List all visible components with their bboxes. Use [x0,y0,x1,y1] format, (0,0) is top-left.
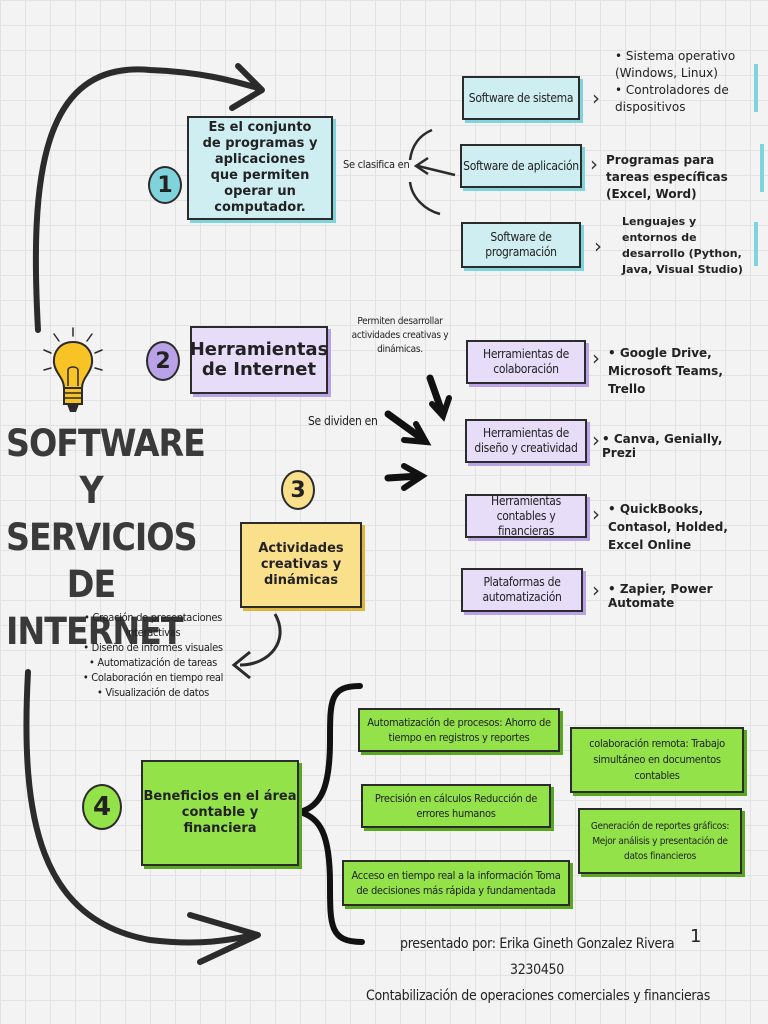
benefit-card: Acceso en tiempo real a la información T… [342,860,570,906]
application-detail: Programas para tareas específicas (Excel… [606,153,728,201]
benefits-label: Beneficios en el área contable y financi… [143,789,297,836]
arrow-activities-list-head [231,650,251,680]
arrow-classify-2-head [413,156,429,176]
software-definition-text: Es el conjunto de programas y aplicacion… [202,120,318,215]
student-id: 3230450 [510,962,564,978]
section-1-number: 1 [148,166,182,204]
arrow-divide-1 [426,374,446,416]
tool-detail: QuickBooks, Contasol, Holded, Excel Onli… [608,500,748,554]
tool-collaboration: Herramientas de colaboración [466,340,586,384]
list-item: Creación de presentaciones interactivas [78,610,228,640]
software-type-application: Software de aplicación [460,144,582,188]
software-type-label: Software de sistema [468,91,574,105]
list-item: Controladores de dispositivos [615,82,755,116]
benefit-text: Generación de reportes gráficos: Mejor a… [590,820,730,862]
benefit-card: Precisión en cálculos Reducción de error… [361,784,551,828]
arrow-divide-3 [384,472,424,482]
activities-list: Creación de presentaciones interactivas … [78,610,228,700]
chevron-right-icon: › [594,234,602,258]
chevron-right-icon: › [592,578,600,602]
internet-tools-label: Herramientas de Internet [189,339,329,380]
benefits-box: Beneficios en el área contable y financi… [141,760,299,866]
arrow-divide-2 [384,410,428,444]
activities-box: Actividades creativas y dinámicas [240,522,362,608]
divide-connector: Se dividen en [308,414,378,428]
brace-benefits [289,683,365,945]
tool-label: Herramientas de colaboración [483,347,569,376]
benefit-card: Automatización de procesos: Ahorro de ti… [358,708,560,752]
chevron-right-icon: › [592,86,600,110]
arc-arrow-bottom [23,669,258,946]
accent-bar [754,64,758,112]
software-type-system: Software de sistema [462,76,580,120]
classify-connector: Se clasifica en [343,158,410,171]
tool-detail: Canva, Genially, Prezi [602,432,752,460]
tool-accounting: Herramientas contables y financieras [465,494,587,538]
benefit-text: Precisión en cálculos Reducción de error… [374,792,538,820]
chevron-right-icon: › [590,152,598,176]
chevron-right-icon: › [592,346,600,370]
benefit-card: colaboración remota: Trabajo simultáneo … [570,727,744,793]
chevron-right-icon: › [592,428,600,452]
arrow-divide-3-head [401,463,428,491]
page-number: 1 [690,926,702,947]
tool-detail: Google Drive, Microsoft Teams, Trello [608,344,758,398]
accent-bar [760,144,764,192]
software-type-label: Software de programación [485,230,557,259]
tool-design: Herramientas de diseño y creatividad [465,419,587,463]
tool-label: Herramientas de diseño y creatividad [474,426,578,455]
arrow-classify-3 [408,181,441,216]
software-type-label: Software de aplicación [463,159,579,173]
arc-arrowhead-bottom [187,912,261,965]
list-item: Visualización de datos [78,685,228,700]
arrow-classify-2 [417,164,456,177]
section-2-number: 2 [146,341,180,381]
benefit-text: Automatización de procesos: Ahorro de ti… [367,716,551,744]
chevron-right-icon: › [592,502,600,526]
arrow-classify-1 [408,128,433,161]
tool-label: Plataformas de automatización [482,575,562,604]
software-type-programming: Software de programación [461,222,581,268]
tool-label: Herramientas contables y financieras [491,493,561,538]
arc-arrow-top [32,66,261,333]
lightbulb-icon [40,326,106,422]
arrow-activities-list [239,613,282,667]
presenter-line: presentado por: Erika Gineth Gonzalez Ri… [400,936,675,952]
accent-bar [754,222,758,266]
arrow-divide-1-head [429,395,452,422]
course-name: Contabilización de operaciones comercial… [366,988,710,1004]
arrow-divide-2-head [401,421,432,446]
list-item: Sistema operativo (Windows, Linux) [615,48,755,82]
benefit-text: Acceso en tiempo real a la información T… [351,869,561,897]
arc-arrowhead-top [229,63,265,111]
activities-label: Actividades creativas y dinámicas [258,541,344,588]
section-4-number: 4 [82,784,122,830]
software-definition: Es el conjunto de programas y aplicacion… [187,116,333,220]
benefit-card: Generación de reportes gráficos: Mejor a… [578,808,742,874]
internet-tools-note: Permiten desarrollar actividades creativ… [351,316,449,355]
programming-detail: Lenguajes y entornos de desarrollo (Pyth… [622,215,743,276]
internet-tools-box: Herramientas de Internet [190,326,328,394]
list-item: Automatización de tareas [78,655,228,670]
list-item: Diseño de informes visuales [78,640,228,655]
system-detail-list: Sistema operativo (Windows, Linux) Contr… [615,48,755,116]
list-item: Colaboración en tiempo real [78,670,228,685]
section-3-number: 3 [281,470,315,510]
benefit-text: colaboración remota: Trabajo simultáneo … [589,737,725,782]
tool-detail: Zapier, Power Automate [608,582,763,610]
tool-automation: Plataformas de automatización [461,568,583,612]
